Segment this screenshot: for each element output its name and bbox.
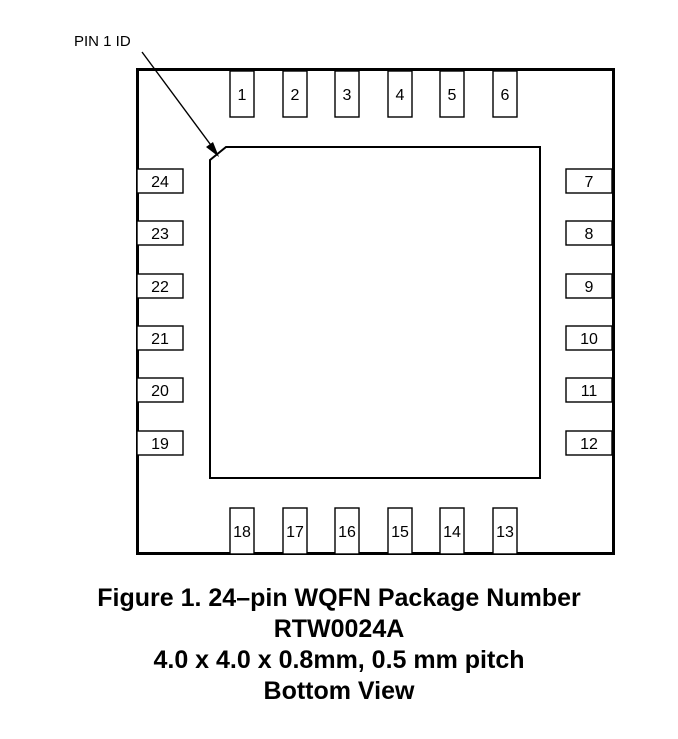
- pin-label-15: 15: [391, 524, 409, 541]
- pin-label-18: 18: [233, 524, 251, 541]
- pin-label-22: 22: [151, 279, 169, 296]
- pin-label-2: 2: [291, 87, 300, 104]
- caption-line-3: 4.0 x 4.0 x 0.8mm, 0.5 mm pitch: [153, 646, 525, 674]
- caption-line-1: Figure 1. 24–pin WQFN Package Number: [97, 584, 581, 612]
- pin-label-3: 3: [343, 87, 352, 104]
- pin-pad-23: [136, 220, 184, 246]
- caption-line-2: RTW0024A: [273, 615, 405, 643]
- pin-label-20: 20: [151, 383, 169, 400]
- pin-pad-11: [565, 377, 613, 403]
- pin-label-5: 5: [448, 87, 457, 104]
- pin-pad-2: [282, 70, 308, 118]
- pin-pad-1: [229, 70, 255, 118]
- pin-pad-13: [492, 507, 518, 555]
- pin-pad-6: [492, 70, 518, 118]
- pin-label-17: 17: [286, 524, 304, 541]
- pin-pad-24: [136, 168, 184, 194]
- thermal-pad: [209, 146, 541, 479]
- pin1-callout-arrowhead: [206, 142, 219, 157]
- pin-pad-14: [439, 507, 465, 555]
- pin-label-9: 9: [585, 279, 594, 296]
- pin-label-13: 13: [496, 524, 514, 541]
- pin-pad-17: [282, 507, 308, 555]
- package-body: [136, 68, 615, 555]
- caption-line-4: Bottom View: [263, 677, 415, 705]
- pin-label-7: 7: [585, 174, 594, 191]
- pin-pad-9: [565, 273, 613, 299]
- pin-pad-8: [565, 220, 613, 246]
- pin-label-24: 24: [151, 174, 169, 191]
- pin-pad-16: [334, 507, 360, 555]
- pin-pad-20: [136, 377, 184, 403]
- pin-label-12: 12: [580, 436, 598, 453]
- pin-pad-18: [229, 507, 255, 555]
- pin-label-1: 1: [238, 87, 247, 104]
- pin-pad-7: [565, 168, 613, 194]
- pin-label-19: 19: [151, 436, 169, 453]
- pin-label-4: 4: [396, 87, 405, 104]
- pin-pad-3: [334, 70, 360, 118]
- pin-label-8: 8: [585, 226, 594, 243]
- pin-label-10: 10: [580, 331, 598, 348]
- figure-caption: Figure 1. 24–pin WQFN Package Number RTW…: [0, 583, 678, 707]
- pin-label-16: 16: [338, 524, 356, 541]
- pin-label-14: 14: [443, 524, 461, 541]
- pin-pad-5: [439, 70, 465, 118]
- pin-label-11: 11: [581, 383, 598, 400]
- pin-pad-15: [387, 507, 413, 555]
- pin-pad-21: [136, 325, 184, 351]
- pin-pad-19: [136, 430, 184, 456]
- pin-pad-10: [565, 325, 613, 351]
- pin-pad-4: [387, 70, 413, 118]
- pin-label-6: 6: [501, 87, 510, 104]
- pin-pad-22: [136, 273, 184, 299]
- pin1-id-label: PIN 1 ID: [74, 33, 131, 50]
- pin1-callout-line: [141, 51, 217, 153]
- pin-pad-12: [565, 430, 613, 456]
- pin-label-21: 21: [151, 331, 169, 348]
- pin-label-23: 23: [151, 226, 169, 243]
